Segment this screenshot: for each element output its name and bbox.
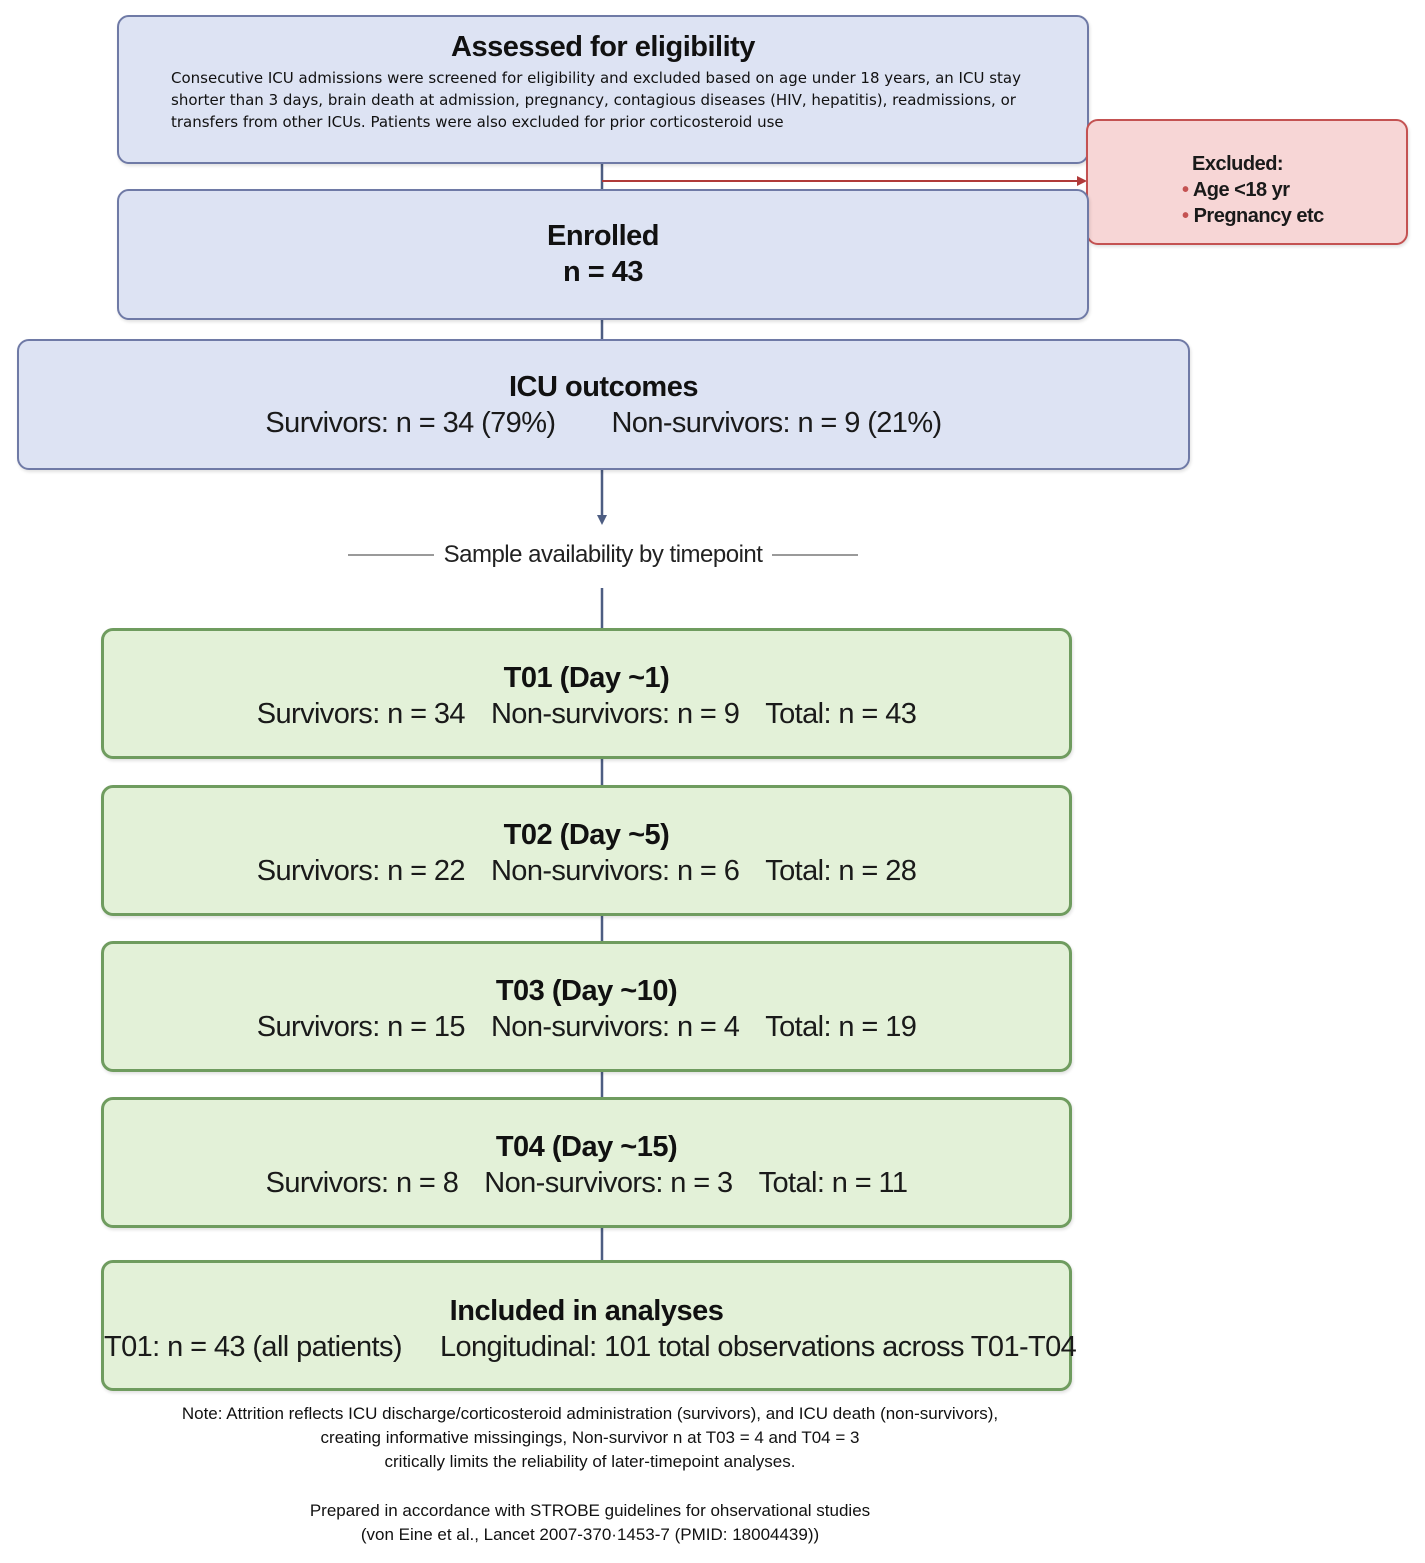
included-analyses-box: Included in analyses T01: n = 43 (all pa… — [101, 1260, 1077, 1391]
timepoint-non-survivors: Non-survivors: n = 4 — [490, 1011, 740, 1043]
note-line: Note: Attrition reflects ICU discharge/c… — [181, 1404, 999, 1423]
assessed-criteria-text: Consecutive ICU admissions were screened… — [171, 69, 1021, 131]
timepoint-title: T02 (Day ~5) — [503, 819, 670, 851]
timepoint-total: Total: n = 28 — [765, 855, 917, 887]
timepoint-title: T04 (Day ~15) — [495, 1131, 678, 1163]
icu-outcomes-box: ICU outcomes Survivors: n = 34 (79%) Non-… — [17, 339, 1190, 470]
included-analyses-title: Included in analyses — [449, 1295, 724, 1327]
timepoint-stats: Survivors: n = 8 Non-survivors: n = 3 Tota… — [104, 1165, 1069, 1201]
enrolled-box: Enrolled n = 43 — [117, 189, 1089, 320]
assessed-title: Assessed for eligibility — [451, 31, 755, 63]
timepoint-non-survivors: Non-survivors: n = 3 — [484, 1167, 733, 1199]
sample-availability-divider: Sample availability by timepoint — [348, 537, 859, 573]
timepoint-total: Total: n = 11 — [758, 1167, 908, 1199]
timepoint-survivors: Survivors: n = 15 — [256, 1011, 466, 1043]
excluded-item: • Age <18 yr — [1182, 179, 1290, 201]
timepoint-box-t04: T04 (Day ~15) Survivors: n = 8 Non-surviv… — [101, 1097, 1072, 1228]
icu-outcomes-title: ICU outcomes — [509, 371, 698, 403]
timepoint-total: Total: n = 43 — [765, 698, 917, 730]
excluded-title: Excluded: — [1192, 153, 1284, 175]
icu-outcomes-stats: Survivors: n = 34 (79%) Non-survivors: n … — [19, 405, 1188, 441]
timepoint-stats: Survivors: n = 15 Non-survivors: n = 4 Tot… — [104, 1009, 1069, 1045]
timepoint-box-t02: T02 (Day ~5) Survivors: n = 22 Non-surviv… — [101, 785, 1072, 916]
timepoint-box-t01: T01 (Day ~1) Survivors: n = 34 Non-surviv… — [101, 628, 1072, 759]
assessed-box: Assessed for eligibility Consecutive ICU… — [117, 15, 1089, 164]
analyses-t01: T01: n = 43 (all patients) — [104, 1331, 403, 1363]
footer-line: Prepared in accordance with STROBE guide… — [309, 1501, 871, 1520]
timepoint-title: T01 (Day ~1) — [503, 662, 670, 694]
bullet-icon: • — [1182, 205, 1189, 227]
divider-line — [772, 554, 859, 556]
enrolled-count: n = 43 — [562, 256, 644, 288]
analyses-longitudinal: Longitudinal: 101 total observations acr… — [439, 1331, 1077, 1363]
note-line: creating informative missingings, Non-su… — [320, 1428, 860, 1447]
timepoint-survivors: Survivors: n = 8 — [265, 1167, 459, 1199]
divider-line — [348, 554, 434, 556]
timepoint-non-survivors: Non-survivors: n = 9 — [490, 698, 740, 730]
timepoint-survivors: Survivors: n = 22 — [256, 855, 466, 887]
timepoint-stats: Survivors: n = 22 Non-survivors: n = 6 Tot… — [104, 853, 1069, 889]
footer-line: (von Eine et al., Lancet 2007-370·1453-7… — [360, 1525, 820, 1544]
included-analyses-stats: T01: n = 43 (all patients) Longitudinal: … — [104, 1329, 1077, 1365]
attrition-note: Note: Attrition reflects ICU discharge/c… — [60, 1402, 1120, 1474]
timepoint-stats: Survivors: n = 34 Non-survivors: n = 9 Tot… — [104, 696, 1069, 732]
bullet-icon: • — [1182, 179, 1189, 201]
timepoint-title: T03 (Day ~10) — [495, 975, 678, 1007]
timepoint-non-survivors: Non-survivors: n = 6 — [490, 855, 740, 887]
divider-label: Sample availability by timepoint — [443, 541, 763, 568]
excluded-item: • Pregnancy etc — [1182, 205, 1324, 227]
outcome-non-survivors: Non-survivors: n = 9 (21%) — [611, 407, 942, 439]
timepoint-total: Total: n = 19 — [765, 1011, 917, 1043]
excluded-box: Excluded: • Age <18 yr • Pregnancy etc — [1086, 119, 1408, 245]
enrolled-title: Enrolled — [546, 220, 660, 252]
outcome-survivors: Survivors: n = 34 (79%) — [265, 407, 556, 439]
timepoint-survivors: Survivors: n = 34 — [256, 698, 466, 730]
note-line: critically limits the reliability of lat… — [384, 1452, 796, 1471]
strobe-footer: Prepared in accordance with STROBE guide… — [60, 1499, 1120, 1547]
timepoint-box-t03: T03 (Day ~10) Survivors: n = 15 Non-survi… — [101, 941, 1072, 1072]
